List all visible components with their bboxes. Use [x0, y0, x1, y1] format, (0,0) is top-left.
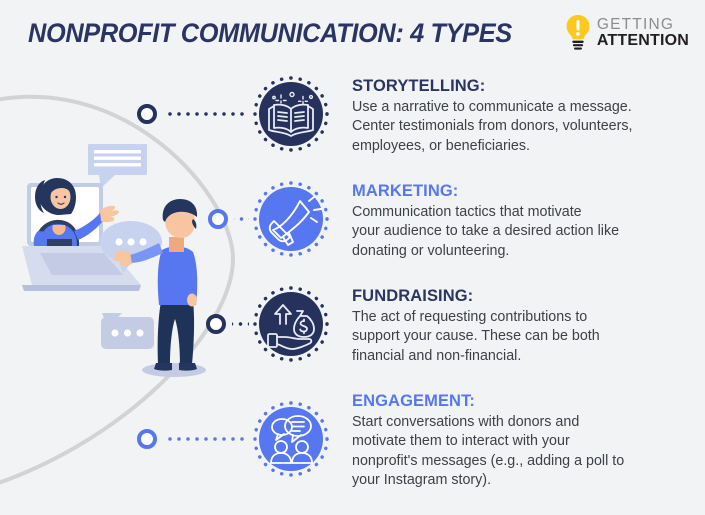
connector-line-fundraising	[232, 322, 249, 326]
text-block-engagement: ENGAGEMENT: Start conversations with don…	[352, 392, 700, 491]
header: NONPROFIT COMMUNICATION: 4 TYPES GETTING…	[0, 0, 705, 66]
megaphone-icon	[268, 196, 322, 246]
speech-bubble-bottom	[101, 313, 154, 349]
item-heading: FUNDRAISING:	[352, 287, 474, 305]
man-standing	[112, 199, 206, 377]
icon-badge-fundraising[interactable]	[252, 285, 330, 363]
video-call-conversation-illustration	[22, 144, 206, 377]
item-body: Communication tactics that motivate your…	[352, 203, 620, 259]
node-marker-engagement[interactable]	[137, 429, 157, 449]
logo-line-1: GETTING	[596, 15, 675, 33]
brand-logo[interactable]: GETTING ATTENTION	[565, 14, 689, 52]
open-book-icon	[268, 91, 314, 137]
page-title: NONPROFIT COMMUNICATION: 4 TYPES	[28, 18, 512, 48]
item-body: Use a narrative to communicate a message…	[352, 98, 633, 154]
hand-money-bag-icon	[267, 304, 315, 350]
woman-on-screen	[33, 178, 119, 246]
lightbulb-exclamation-icon	[566, 15, 590, 50]
item-heading: STORYTELLING:	[352, 77, 486, 95]
text-block-fundraising: FUNDRAISING: The act of requesting contr…	[352, 287, 700, 366]
dotted-ring-decoration	[253, 286, 329, 362]
node-marker-marketing[interactable]	[208, 209, 228, 229]
icon-badge-engagement[interactable]	[252, 400, 330, 478]
dotted-ring-decoration	[253, 76, 329, 152]
item-body: Start conversations with donors and moti…	[352, 413, 625, 489]
people-speech-bubbles-icon	[270, 415, 313, 464]
icon-badge-storytelling[interactable]	[252, 75, 330, 153]
logo-line-2: ATTENTION	[596, 32, 689, 50]
connector-line-engagement	[163, 437, 249, 441]
text-block-storytelling: STORYTELLING: Use a narrative to communi…	[352, 77, 700, 156]
dotted-ring-decoration	[253, 401, 329, 477]
item-heading: ENGAGEMENT:	[352, 392, 476, 410]
item-heading: MARKETING:	[352, 182, 459, 200]
item-body: The act of requesting contributions to s…	[352, 308, 600, 364]
text-block-marketing: MARKETING: Communication tactics that mo…	[352, 182, 700, 261]
speech-bubble-top	[88, 144, 147, 188]
node-marker-fundraising[interactable]	[206, 314, 226, 334]
logo-wordmark: GETTING ATTENTION	[597, 17, 689, 50]
icon-badge-marketing[interactable]	[252, 180, 330, 258]
node-marker-storytelling[interactable]	[137, 104, 157, 124]
dotted-ring-decoration	[253, 181, 329, 257]
connector-line-storytelling	[163, 112, 249, 116]
connector-line-marketing	[234, 217, 249, 221]
